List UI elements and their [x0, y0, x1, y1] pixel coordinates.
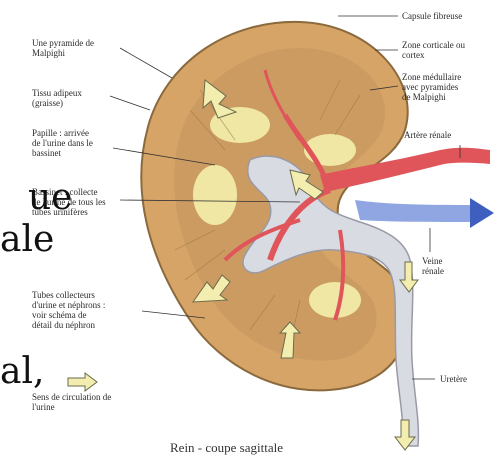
- label-tubes: Tubes collecteurs d'urine et néphrons : …: [32, 290, 105, 330]
- fat-tissue: [193, 165, 237, 225]
- label-pyramide: Une pyramide de Malpighi: [32, 38, 94, 58]
- label-tissu-adipeux: Tissu adipeux (graisse): [32, 88, 82, 108]
- label-cortex: Zone corticale ou cortex: [402, 40, 465, 60]
- label-medullaire: Zone médullaire avec pyramides de Malpig…: [402, 72, 461, 102]
- label-uretere: Uretère: [440, 374, 467, 384]
- vein-arrow: [470, 198, 494, 228]
- label-artere: Artère rénale: [404, 130, 451, 140]
- diagram-caption: Rein - coupe sagittale: [170, 440, 283, 456]
- overlay-text-3: al,: [0, 352, 44, 392]
- label-papille: Papille : arrivée de l'urine dans le bas…: [32, 128, 93, 158]
- label-veine: Veine rénale: [422, 256, 444, 276]
- label-sens-circulation: Sens de circulation de l'urine: [32, 392, 111, 412]
- label-capsule: Capsule fibreuse: [402, 11, 462, 21]
- overlay-text-2: ale: [0, 220, 54, 260]
- overlay-text-1: ue: [28, 178, 73, 218]
- legend-arrow-icon: [68, 373, 97, 391]
- fat-tissue: [309, 282, 361, 318]
- renal-vein: [355, 200, 470, 222]
